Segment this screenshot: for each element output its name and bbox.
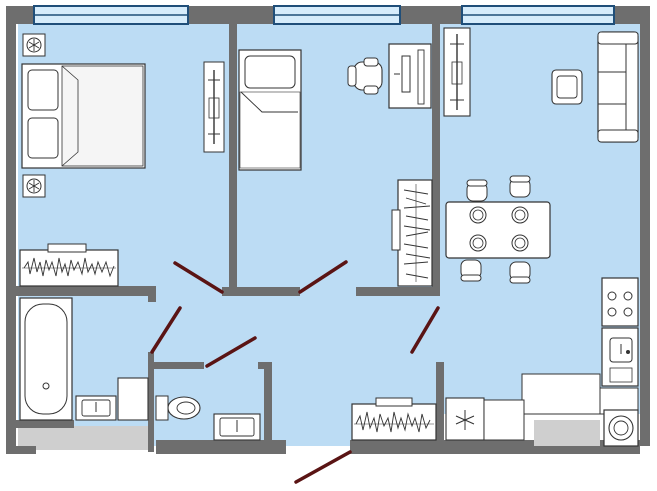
bathtub-icon [19, 297, 73, 421]
wardrobe-icon [443, 27, 471, 117]
door-kitchen [410, 306, 440, 354]
kitchen-sink-icon [601, 327, 639, 387]
door-bathroom [150, 306, 182, 354]
dining-table-icon [445, 201, 551, 259]
nightstand-icon [203, 61, 225, 153]
office-chair-icon [347, 57, 383, 95]
armchair-icon [551, 69, 583, 105]
chair-icon [509, 261, 531, 284]
chair-icon [460, 259, 482, 282]
balcony-floor [74, 428, 148, 448]
bed-icon [21, 63, 146, 169]
door-entrance [294, 450, 352, 484]
radiator-icon [22, 174, 46, 198]
wardrobe-icon [391, 179, 433, 287]
toilet-icon [155, 395, 201, 421]
sofa-icon [597, 31, 639, 143]
fridge-icon [445, 397, 525, 441]
door-swings [150, 260, 440, 484]
washing-machine-icon [117, 377, 149, 421]
windows [33, 5, 615, 25]
chair-icon [466, 179, 488, 202]
washbasin-icon [213, 413, 261, 441]
balcony-floor [534, 420, 600, 446]
wardrobe-icon [351, 397, 437, 441]
oven-icon [603, 409, 639, 447]
radiator-icon [22, 33, 46, 57]
door-small-bedroom [298, 260, 348, 294]
desk-icon [388, 43, 432, 109]
walls [6, 6, 650, 454]
door-toilet [205, 336, 257, 368]
bed-icon [238, 49, 302, 171]
door-bedroom [173, 261, 224, 294]
wardrobe-icon [19, 243, 119, 287]
stove-icon [601, 277, 639, 327]
washbasin-icon [75, 395, 117, 421]
chair-icon [509, 175, 531, 198]
